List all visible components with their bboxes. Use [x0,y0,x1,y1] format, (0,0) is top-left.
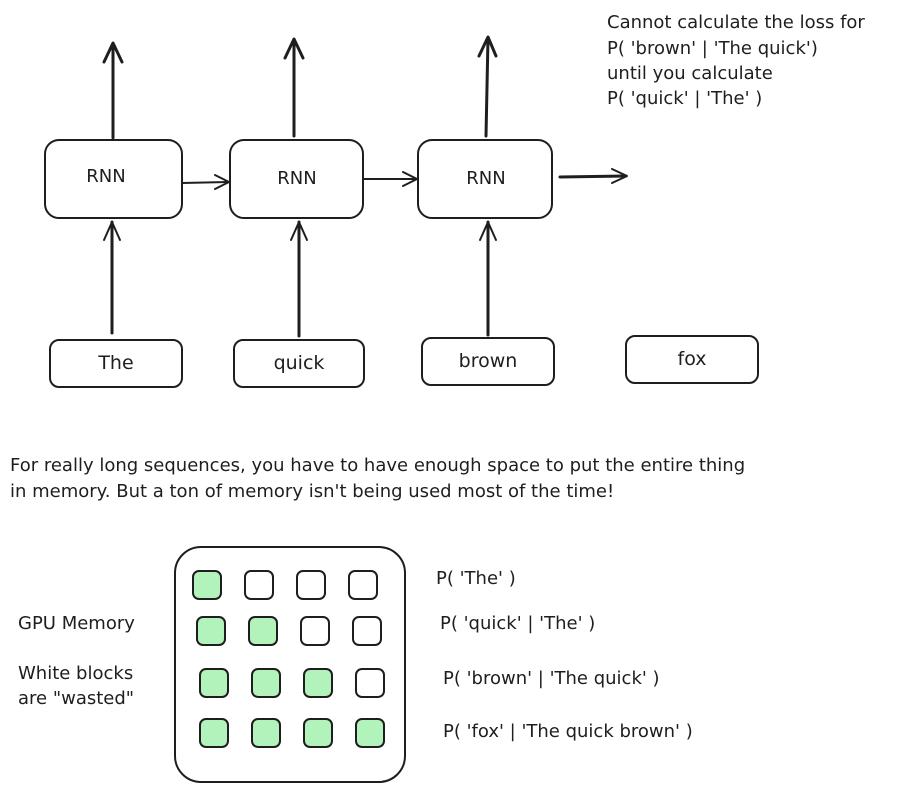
memory-block-used [192,570,222,600]
token-label-3: brown [459,350,518,372]
hidden-arrow-1-head [214,174,230,190]
input-arrow-3-head [479,221,497,241]
memory-block-used [248,616,278,646]
wasted-caption-line-2: are "wasted" [18,688,134,709]
hidden-arrow-1 [181,181,229,184]
rnn-cell-1 [44,139,183,219]
loss-note: Cannot calculate the loss for P( 'brown'… [607,12,865,109]
token-box-3 [421,337,555,386]
rnn-cell-3-label: RNN [466,168,505,189]
token-label-1: The [97,352,133,374]
rnn-cell-1-label: RNN [86,166,125,187]
token-box-4 [625,335,759,384]
loss-note-line-2: P( 'brown' | 'The quick') [607,38,818,59]
loss-note-line-4: P( 'quick' | 'The' ) [607,88,762,109]
input-arrow-2-head [290,221,308,241]
output-arrow-3 [484,36,490,138]
token-box-1 [49,339,183,388]
memory-block-wasted [244,570,274,600]
loss-note-line-3: until you calculate [607,63,773,84]
wasted-caption-line-1: White blocks [18,663,133,684]
memory-block-wasted [352,616,382,646]
token-label-4: fox [678,348,707,370]
gpu-memory-frame [174,546,406,783]
output-arrow-1-head [102,41,124,64]
gpu-memory-section: GPU Memory White blocks are "wasted" P( … [18,546,693,783]
hidden-arrow-3 [558,174,628,179]
token-row: The quick brown fox [49,335,759,388]
memory-block-used [196,616,226,646]
loss-note-line-1: Cannot calculate the loss for [607,12,865,33]
memory-block-used [251,718,281,748]
memory-block-used [251,668,281,698]
memory-block-wasted [355,668,385,698]
memory-block-used [355,718,385,748]
rnn-chain: RNN RNN RNN [44,35,628,338]
memory-block-used [303,668,333,698]
token-label-2: quick [274,352,325,374]
hidden-arrow-2-head [402,171,418,187]
rnn-cell-2-label: RNN [277,168,316,189]
probability-row-2: P( 'quick' | 'The' ) [440,613,595,634]
output-arrow-2-head [283,37,305,60]
memory-block-used [199,668,229,698]
probability-row-1: P( 'The' ) [436,568,516,589]
memory-block-wasted [348,570,378,600]
token-box-2 [233,339,365,388]
memory-cells [192,570,385,748]
hidden-arrow-3-head [611,168,628,184]
memory-note-line-1: For really long sequences, you have to h… [10,455,745,476]
output-arrow-3-head [477,35,498,58]
memory-note-line-2: in memory. But a ton of memory isn't bei… [10,481,614,502]
input-arrow-1-head [103,221,121,241]
memory-block-wasted [300,616,330,646]
memory-block-used [199,718,229,748]
gpu-memory-label: GPU Memory [18,613,135,634]
memory-note: For really long sequences, you have to h… [10,455,745,502]
memory-block-wasted [296,570,326,600]
probability-row-3: P( 'brown' | 'The quick' ) [443,668,660,689]
memory-block-used [303,718,333,748]
probability-row-4: P( 'fox' | 'The quick brown' ) [443,721,693,742]
